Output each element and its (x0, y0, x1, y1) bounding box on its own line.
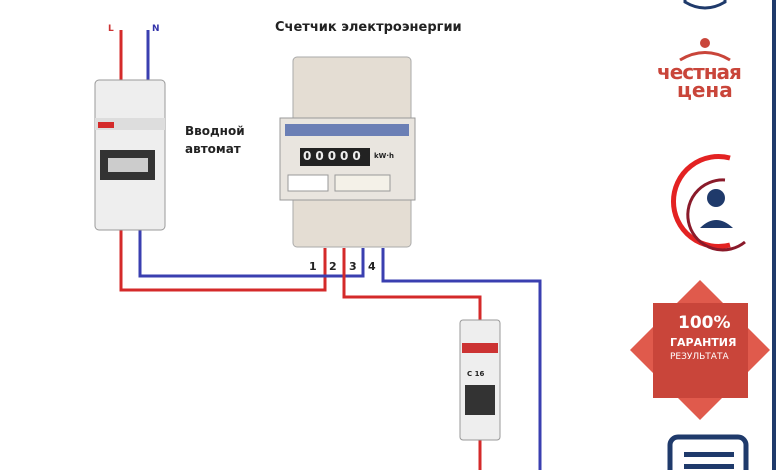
load-breaker (459, 319, 501, 441)
terminal-2: 2 (329, 260, 337, 273)
neutral-wire-breaker-meter (138, 228, 365, 278)
breaker-label-2: автомат (185, 142, 241, 156)
breaker-label-1: Вводной (185, 124, 245, 138)
guarantee-badge (630, 280, 770, 420)
phase-wire-breaker-meter (119, 228, 327, 292)
purse-icon (679, 38, 731, 62)
guarantee-line2: РЕЗУЛЬТАТА (670, 352, 729, 362)
neutral-wire-meter-load (381, 248, 542, 470)
right-border (772, 0, 776, 470)
guarantee-line1: ГАРАНТИЯ (670, 336, 737, 349)
engineer-icon (670, 154, 746, 252)
terminal-1: 1 (309, 260, 317, 273)
terminal-3: 3 (349, 260, 357, 273)
input-breaker (94, 79, 166, 231)
neutral-label: N (152, 24, 160, 34)
honest-price-line2: цена (677, 78, 733, 102)
meter-unit: kW·h (374, 152, 395, 160)
electricity-meter (279, 56, 416, 248)
meter-reading: 00000 (303, 149, 365, 163)
honest-price-line1: честная (657, 60, 742, 84)
small-breaker-label: C 16 (467, 370, 485, 378)
guarantee-percent: 100% (678, 313, 731, 333)
diagram-title: Счетчик электроэнергии (275, 20, 462, 35)
phase-label: L (108, 24, 114, 34)
shield-icon (683, 0, 727, 10)
terminal-4: 4 (368, 260, 376, 273)
list-icon (667, 434, 749, 470)
